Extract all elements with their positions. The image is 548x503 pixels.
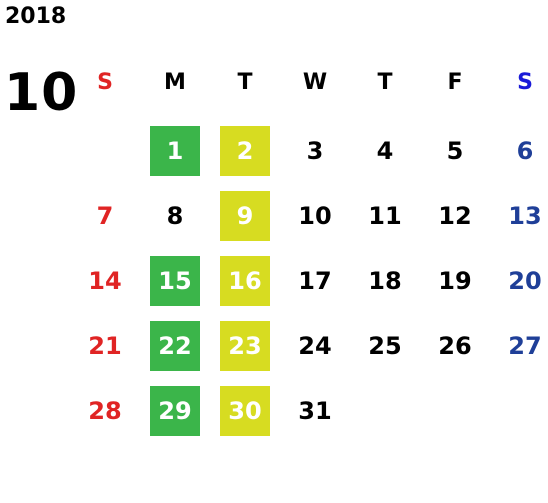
day-number: 16 <box>220 256 270 306</box>
day-number: 25 <box>368 332 402 360</box>
day-number: 30 <box>220 386 270 436</box>
day-number: 17 <box>298 267 332 295</box>
weekday-label-sunday: S <box>97 69 113 95</box>
calendar-day-friday[interactable]: 12 <box>420 191 490 241</box>
day-number: 29 <box>150 386 200 436</box>
day-number: 28 <box>88 397 122 425</box>
day-number: 12 <box>438 202 472 230</box>
calendar-day-thursday[interactable]: 25 <box>350 321 420 371</box>
calendar-day-wednesday[interactable]: 3 <box>280 126 350 176</box>
day-number <box>500 386 548 436</box>
calendar-day-tuesday[interactable]: 30 <box>210 386 280 436</box>
day-number: 7 <box>96 202 114 230</box>
day-number <box>360 386 410 436</box>
calendar-day-sunday[interactable]: 7 <box>70 191 140 241</box>
calendar-day-monday[interactable]: 1 <box>140 126 210 176</box>
day-number: 31 <box>298 397 332 425</box>
calendar-day-monday[interactable]: 8 <box>140 191 210 241</box>
weekday-label-thursday: T <box>377 69 393 95</box>
calendar-day-thursday[interactable]: 4 <box>350 126 420 176</box>
day-number: 6 <box>516 137 534 165</box>
calendar-day-friday[interactable]: 26 <box>420 321 490 371</box>
day-number: 2 <box>220 126 270 176</box>
calendar-day-wednesday[interactable]: 31 <box>280 386 350 436</box>
day-number: 21 <box>88 332 122 360</box>
day-number: 8 <box>166 202 184 230</box>
calendar-day-saturday[interactable]: 6 <box>490 126 548 176</box>
day-number: 15 <box>150 256 200 306</box>
calendar-empty-cell <box>420 386 490 436</box>
calendar-day-thursday[interactable]: 11 <box>350 191 420 241</box>
day-number <box>430 386 480 436</box>
calendar-day-tuesday[interactable]: 23 <box>210 321 280 371</box>
calendar-day-wednesday[interactable]: 17 <box>280 256 350 306</box>
calendar-empty-cell <box>70 126 140 176</box>
day-number: 18 <box>368 267 402 295</box>
day-number: 3 <box>306 137 324 165</box>
day-number: 10 <box>298 202 332 230</box>
day-number: 24 <box>298 332 332 360</box>
day-number: 14 <box>88 267 122 295</box>
calendar-week-row: 14 15 16 17 18 19 20 <box>70 256 548 306</box>
weekday-label-friday: F <box>447 69 463 95</box>
calendar-day-thursday[interactable]: 18 <box>350 256 420 306</box>
calendar-day-monday[interactable]: 22 <box>140 321 210 371</box>
calendar-day-wednesday[interactable]: 24 <box>280 321 350 371</box>
day-number: 1 <box>150 126 200 176</box>
calendar-day-tuesday[interactable]: 16 <box>210 256 280 306</box>
day-number: 20 <box>508 267 542 295</box>
day-number: 11 <box>368 202 402 230</box>
day-number: 9 <box>220 191 270 241</box>
calendar-day-wednesday[interactable]: 10 <box>280 191 350 241</box>
day-number: 4 <box>376 137 394 165</box>
calendar-empty-cell <box>490 386 548 436</box>
calendar-day-saturday[interactable]: 27 <box>490 321 548 371</box>
calendar-day-saturday[interactable]: 20 <box>490 256 548 306</box>
day-number: 22 <box>150 321 200 371</box>
weekday-label-monday: M <box>164 69 186 95</box>
calendar-week-row: 7 8 9 10 11 12 13 <box>70 191 548 241</box>
weekday-label-tuesday: T <box>237 69 253 95</box>
calendar-empty-cell <box>350 386 420 436</box>
day-number: 26 <box>438 332 472 360</box>
day-number: 19 <box>438 267 472 295</box>
calendar-day-friday[interactable]: 19 <box>420 256 490 306</box>
calendar-day-monday[interactable]: 15 <box>140 256 210 306</box>
calendar-day-sunday[interactable]: 28 <box>70 386 140 436</box>
weekday-header: S M T W T F S <box>70 62 548 102</box>
day-number: 5 <box>446 137 464 165</box>
calendar-day-saturday[interactable]: 13 <box>490 191 548 241</box>
calendar-year: 2018 <box>5 4 67 29</box>
calendar-week-row: 21 22 23 24 25 26 27 <box>70 321 548 371</box>
calendar-day-tuesday[interactable]: 9 <box>210 191 280 241</box>
calendar-month: 10 <box>4 63 79 123</box>
calendar-week-row: 28 29 30 31 <box>70 386 548 436</box>
day-number <box>80 126 130 176</box>
day-number: 13 <box>508 202 542 230</box>
calendar-day-monday[interactable]: 29 <box>140 386 210 436</box>
day-number: 23 <box>220 321 270 371</box>
weekday-label-saturday: S <box>517 69 533 95</box>
weekday-label-wednesday: W <box>302 69 328 95</box>
calendar-day-sunday[interactable]: 14 <box>70 256 140 306</box>
calendar-day-sunday[interactable]: 21 <box>70 321 140 371</box>
calendar-day-friday[interactable]: 5 <box>420 126 490 176</box>
calendar-day-tuesday[interactable]: 2 <box>210 126 280 176</box>
day-number: 27 <box>508 332 542 360</box>
